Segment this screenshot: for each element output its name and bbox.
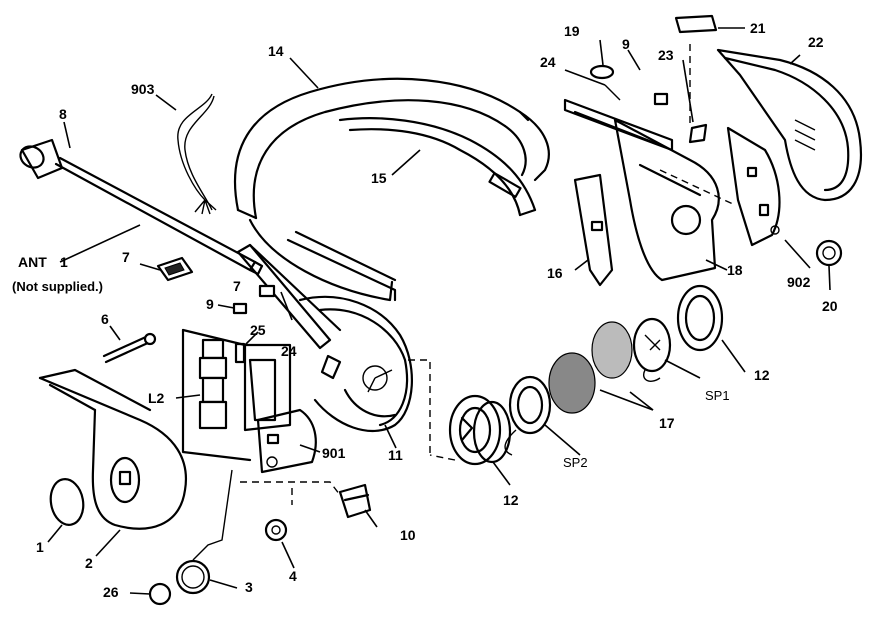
left-cover-part [38,368,187,530]
left-housing-part [298,295,414,433]
label-12-upper: 12 [754,367,770,383]
headband-part [233,77,550,302]
coil-part [198,338,228,430]
label-12-lower: 12 [503,492,519,508]
label-sp1: SP1 [705,388,730,403]
ear-cushion-upper-part [676,284,724,352]
part-19-leg [604,84,621,101]
wire-3 [192,469,233,561]
label-10: 10 [400,527,416,543]
speaker-sp1-part [632,317,672,382]
label-7-left: 7 [122,249,130,265]
cap-3-part [175,559,211,595]
speaker-sp2-part [504,375,552,456]
board-part [181,328,292,462]
label-9-upper: 9 [622,36,630,52]
inner-band-part [338,117,537,217]
label-25: 25 [250,322,266,338]
label-1-antenna: 1 [60,254,68,270]
ear-cushion-lower-part [448,394,512,466]
label-26: 26 [103,584,119,600]
label-3: 3 [245,579,253,595]
wire-bundle-part [177,93,217,215]
antenna-part [19,138,264,276]
knob-10-part [338,483,372,519]
right-cover-part [716,48,863,202]
slider-24-upper-part [563,98,674,152]
label-2: 2 [85,555,93,571]
assembly-line-6 [659,169,736,206]
part-23 [688,123,708,144]
pcb-901-part [256,408,317,474]
part-9-right [653,92,669,106]
right-housing-part [613,118,720,282]
label-21: 21 [750,20,766,36]
label-16: 16 [547,265,563,281]
assembly-line-1 [408,359,431,455]
plate-21-part [674,14,718,34]
label-22: 22 [808,34,824,50]
label-ant: ANT [18,254,47,270]
gear-20-part [815,239,843,267]
clip-7-part [156,256,194,282]
assembly-line-2 [429,454,456,461]
pcb-902-part [726,126,781,247]
label-15: 15 [371,170,387,186]
wheel-4-part [264,518,288,542]
slider-24-part [236,243,342,350]
felt-pad-17-right [591,321,633,379]
label-902: 902 [787,274,811,290]
label-14: 14 [268,43,284,59]
label-903: 903 [131,81,155,97]
part-19 [589,64,615,80]
label-l2: L2 [148,390,165,406]
label-17: 17 [659,415,675,431]
label-not-supplied: (Not supplied.) [12,279,103,294]
label-1-cap: 1 [36,539,44,555]
label-901: 901 [322,445,346,461]
label-9-lower: 9 [206,296,214,312]
label-24-lower: 24 [281,343,297,359]
label-6: 6 [101,311,109,327]
leader-lines [47,27,831,595]
label-19: 19 [564,23,580,39]
label-23: 23 [658,47,674,63]
label-sp2: SP2 [563,455,588,470]
oval-cap-part [49,478,85,526]
rod-6-part [102,332,157,364]
label-18: 18 [727,262,743,278]
assembly-line-3 [240,481,341,496]
label-20: 20 [822,298,838,314]
label-11: 11 [388,447,403,463]
felt-pad-17-left [548,352,596,414]
strip-16-part [573,173,614,287]
label-4: 4 [289,568,297,584]
label-24-upper: 24 [540,54,556,70]
disc-26-part [148,582,172,606]
label-8: 8 [59,106,67,122]
label-7-center: 7 [233,278,241,294]
part-9-left [232,302,248,315]
